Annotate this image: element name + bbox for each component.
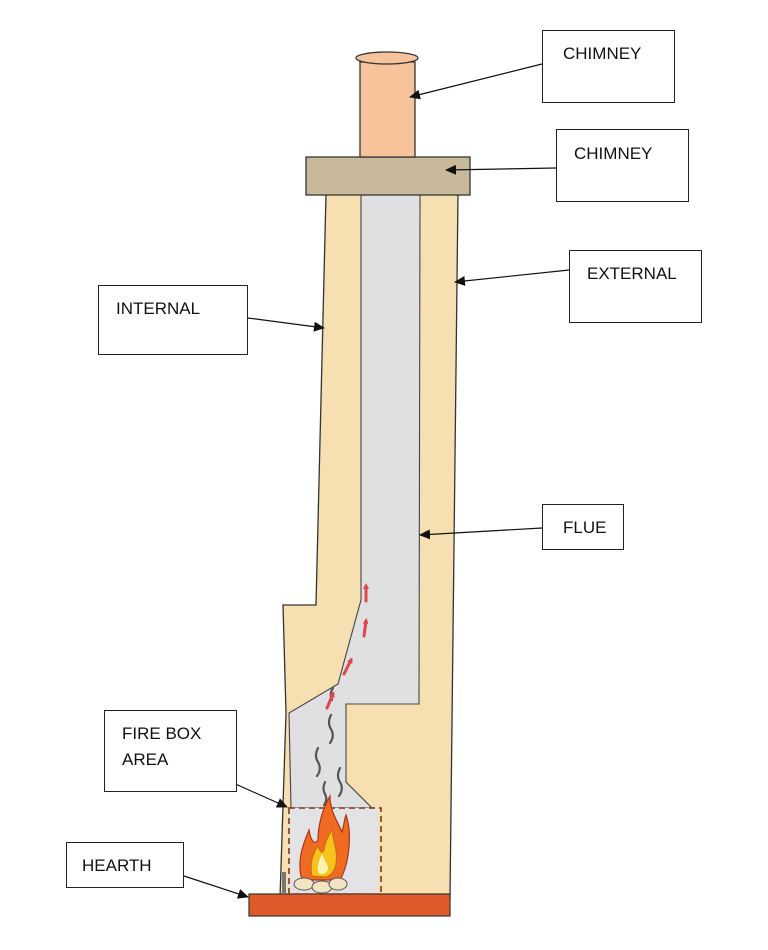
label-chimney-pot-text: CHIMNEY [563, 44, 642, 63]
label-chimney-cap: CHIMNEY [556, 129, 689, 202]
chimney-pot [359, 61, 416, 158]
label-hearth: HEARTH [66, 842, 184, 888]
hearth-slab [248, 893, 451, 917]
leader-external [454, 269, 570, 286]
label-fire-box-area-text: FIRE BOX AREA [122, 724, 202, 769]
label-hearth-text: HEARTH [82, 856, 152, 875]
label-external: EXTERNAL [569, 250, 702, 323]
airflow-arrows [325, 583, 369, 710]
fire-grate-post [282, 872, 286, 894]
leader-internal [247, 317, 325, 332]
label-flue: FLUE [542, 504, 624, 550]
leader-chimney-pot [409, 63, 543, 100]
chimney-pot-rim [355, 51, 419, 65]
leader-flue [419, 527, 543, 540]
label-external-text: EXTERNAL [587, 264, 677, 283]
fire [282, 793, 350, 894]
chimney-cap [305, 156, 471, 196]
log [328, 877, 348, 891]
label-flue-text: FLUE [563, 518, 607, 537]
firebox-dashed-box [288, 807, 382, 895]
leader-chimney-cap [445, 164, 557, 175]
log [293, 877, 315, 891]
label-internal: INTERNAL [98, 285, 248, 355]
label-chimney-pot: CHIMNEY [542, 30, 675, 103]
label-internal-text: INTERNAL [116, 299, 201, 318]
fire-inner-flame [310, 828, 337, 878]
label-fire-box-area: FIRE BOX AREA [104, 710, 237, 792]
fire-core-flame [317, 854, 328, 875]
label-chimney-cap-text: CHIMNEY [574, 144, 653, 163]
leader-hearth [183, 875, 249, 899]
